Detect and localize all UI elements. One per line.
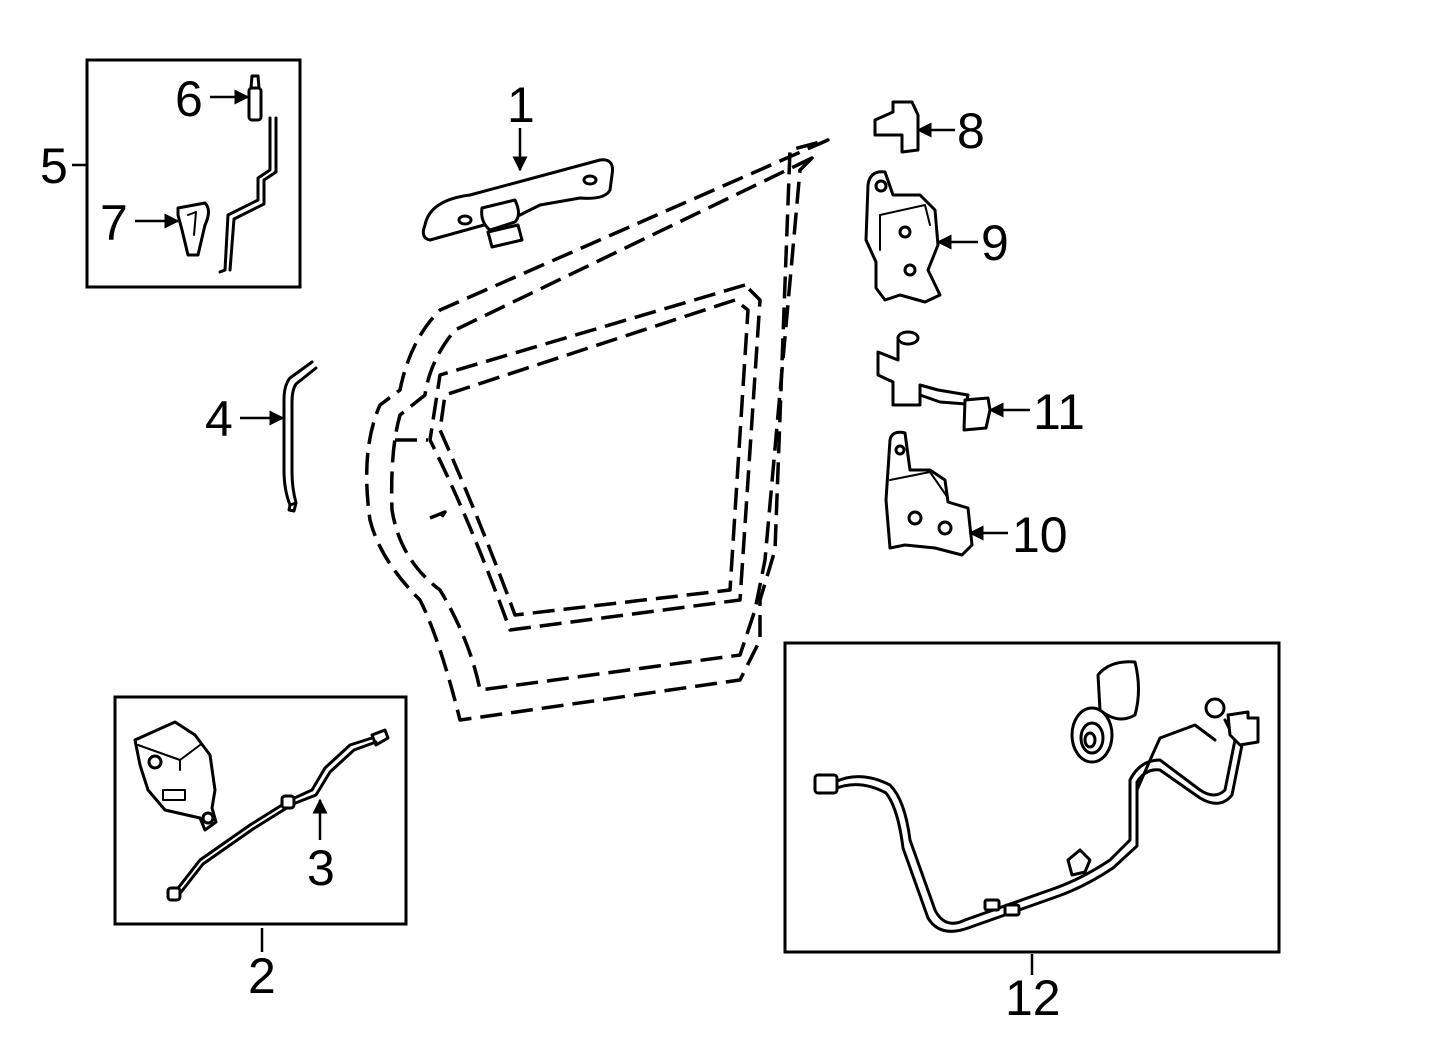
callout-9: 9 <box>981 215 1009 271</box>
callout-3: 3 <box>307 840 335 896</box>
callout-2: 2 <box>248 948 276 1004</box>
callout-7: 7 <box>100 195 128 251</box>
door-bumper-part <box>873 100 920 154</box>
callout-labels: 1 2 3 4 5 6 7 8 9 10 11 12 <box>40 71 1085 1026</box>
lock-rod-part <box>218 116 278 274</box>
rod-kit-box <box>85 58 302 289</box>
callout-leaders <box>72 89 1034 975</box>
rod-clip-part <box>247 74 263 122</box>
wiring-harness-part <box>813 697 1260 933</box>
release-cable-part <box>166 728 390 902</box>
rod-retainer-part <box>176 201 210 257</box>
callout-4: 4 <box>205 391 233 447</box>
inside-rod-part <box>282 360 318 513</box>
callout-1: 1 <box>507 77 535 133</box>
speaker-part <box>1070 660 1140 764</box>
wiring-harness-box <box>783 641 1281 954</box>
callout-12: 12 <box>1005 970 1061 1026</box>
door-shell-outline <box>364 138 830 722</box>
callout-6: 6 <box>175 71 203 127</box>
callout-10: 10 <box>1012 507 1068 563</box>
callout-5: 5 <box>40 138 68 194</box>
latch-kit-box <box>113 695 408 926</box>
door-check-part <box>876 330 992 432</box>
outside-handle-part <box>421 158 614 249</box>
lower-hinge-part <box>884 430 974 557</box>
door-latch-part <box>133 720 218 832</box>
upper-hinge-part <box>864 170 942 304</box>
callout-11: 11 <box>1033 384 1085 440</box>
callout-8: 8 <box>957 103 985 159</box>
